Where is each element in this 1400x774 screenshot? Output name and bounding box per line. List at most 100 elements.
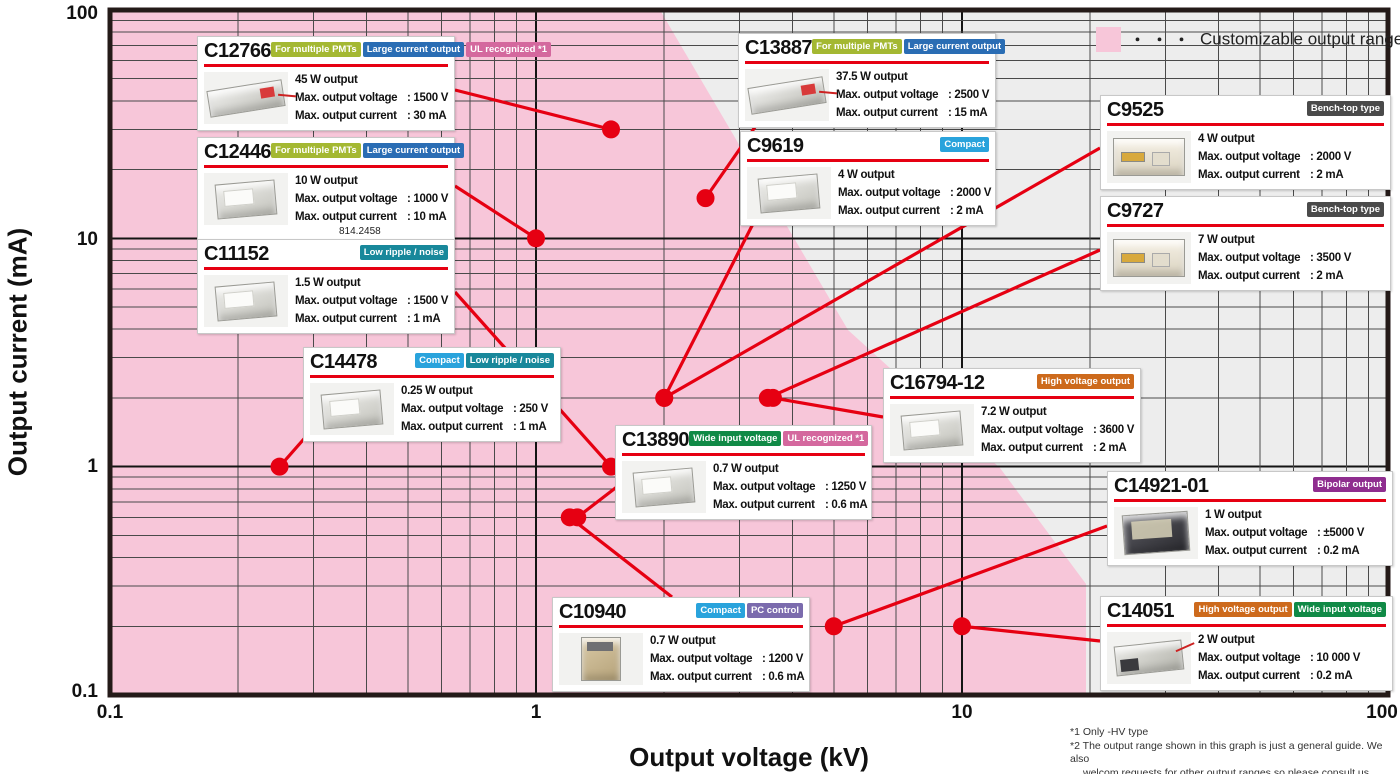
- y-tick-label: 1: [87, 456, 98, 477]
- product-model: C12446: [204, 141, 272, 163]
- product-photo-shape: [757, 172, 821, 214]
- spec-voltage: Max. output voltage: 1500 V: [295, 92, 449, 104]
- data-point: [270, 457, 289, 476]
- spec-power: 10 W output: [295, 175, 358, 187]
- product-specs: 1 W output Max. output voltage: ±5000 V …: [1205, 507, 1364, 560]
- spec-current: Max. output current: 15 mA: [836, 107, 988, 119]
- product-model: C14478: [310, 351, 378, 373]
- product-photo-shape: [1113, 639, 1185, 677]
- spec-power: 2 W output: [1198, 634, 1255, 646]
- product-specs: 37.5 W output Max. output voltage: 2500 …: [836, 69, 989, 122]
- product-model: C9619: [747, 135, 804, 157]
- product-badge: Low ripple / noise: [465, 353, 554, 368]
- product-photo: [204, 173, 288, 225]
- x-tick-label: 10: [951, 702, 973, 723]
- card-underline: [559, 625, 803, 628]
- card-underline: [622, 453, 865, 456]
- product-badge: Compact: [940, 137, 989, 152]
- product-badge: Bench-top type: [1306, 202, 1384, 217]
- spec-current: Max. output current: 0.6 mA: [650, 671, 805, 683]
- data-point: [602, 120, 621, 139]
- footnote-1: *1 Only -HV type: [1070, 726, 1149, 738]
- card-header: C16794-12 High voltage output: [890, 372, 1134, 394]
- product-specs: 0.7 W output Max. output voltage: 1200 V…: [650, 633, 805, 686]
- card-body: 10 W output Max. output voltage: 1000 V …: [204, 173, 448, 241]
- product-specs: 0.7 W output Max. output voltage: 1250 V…: [713, 461, 868, 514]
- product-badges: High voltage output: [1036, 374, 1134, 389]
- card-header: C9619 Compact: [747, 135, 989, 157]
- card-underline: [1107, 224, 1384, 227]
- spec-current: Max. output current: 1 mA: [401, 421, 547, 433]
- product-badge: For multiple PMTs: [812, 39, 902, 54]
- spec-power: 7 W output: [1198, 234, 1255, 246]
- callout-line: [662, 213, 760, 399]
- product-model: C16794-12: [890, 372, 985, 394]
- product-badge: Bipolar output: [1313, 477, 1386, 492]
- product-badges: Bench-top type: [1306, 101, 1384, 116]
- spec-voltage: Max. output voltage: 1000 V: [295, 193, 449, 205]
- callout-line: [454, 184, 537, 240]
- callout-line: [454, 88, 612, 131]
- card-body: 4 W output Max. output voltage: 2000 V M…: [1107, 131, 1384, 184]
- spec-current: Max. output current: 2 mA: [1198, 270, 1344, 282]
- card-body: 0.7 W output Max. output voltage: 1200 V…: [559, 633, 805, 686]
- card-body: 1.5 W output Max. output voltage: 1500 V…: [204, 275, 448, 328]
- spec-power: 37.5 W output: [836, 71, 908, 83]
- y-tick-label: 10: [76, 229, 98, 250]
- product-card: C11152 Low ripple / noise 1.5 W output M…: [197, 239, 455, 334]
- card-header: C14921-01 Bipolar output: [1114, 475, 1386, 497]
- callout-line: [772, 396, 884, 419]
- product-photo: [747, 167, 831, 219]
- spec-current: Max. output current: 1 mA: [295, 313, 441, 325]
- spec-power: 0.25 W output: [401, 385, 473, 397]
- footnotes: *1 Only -HV type *2 The output range sho…: [1070, 726, 1400, 774]
- y-tick-label: 0.1: [71, 681, 98, 702]
- product-photo-shape: [320, 388, 384, 430]
- spec-current: Max. output current: 0.6 mA: [713, 499, 868, 511]
- product-model: C9525: [1107, 99, 1164, 121]
- product-photo-shape: [747, 75, 827, 115]
- product-badge: Large current output: [362, 143, 465, 158]
- card-underline: [1107, 123, 1384, 126]
- product-badge: High voltage output: [1036, 374, 1134, 389]
- product-specs: 10 W output Max. output voltage: 1000 V …: [295, 173, 448, 241]
- data-point: [763, 388, 782, 407]
- card-body: 7 W output Max. output voltage: 3500 V M…: [1107, 232, 1384, 285]
- spec-current: Max. output current: 2 mA: [981, 442, 1127, 454]
- y-axis-title: Output current (mA): [2, 227, 33, 477]
- product-photo: [1114, 507, 1198, 559]
- product-photo: [204, 72, 288, 124]
- product-specs: 7.2 W output Max. output voltage: 3600 V…: [981, 404, 1134, 457]
- plot-border: [107, 7, 1391, 698]
- callout-line: [704, 116, 764, 200]
- product-badges: Bench-top type: [1306, 202, 1384, 217]
- product-card: C16794-12 High voltage output 7.2 W outp…: [883, 368, 1141, 463]
- card-body: 45 W output Max. output voltage: 1500 V …: [204, 72, 448, 125]
- spec-voltage: Max. output voltage: 1200 V: [650, 653, 804, 665]
- stray-note: 814.2458: [339, 226, 381, 237]
- card-underline: [745, 61, 989, 64]
- card-body: 0.7 W output Max. output voltage: 1250 V…: [622, 461, 868, 514]
- product-model: C14921-01: [1114, 475, 1209, 497]
- spec-voltage: Max. output voltage: 10 000 V: [1198, 652, 1361, 664]
- footnote-2: *2 The output range shown in this graph …: [1070, 739, 1383, 766]
- spec-current: Max. output current: 2 mA: [838, 205, 984, 217]
- product-badge: For multiple PMTs: [271, 42, 361, 57]
- spec-voltage: Max. output voltage: 2500 V: [836, 89, 990, 101]
- card-header: C9525 Bench-top type: [1107, 99, 1384, 121]
- product-photo-shape: [581, 637, 621, 681]
- spec-power: 0.7 W output: [650, 635, 716, 647]
- product-photo: [1107, 632, 1191, 684]
- x-tick-label: 100: [1366, 702, 1398, 723]
- data-point: [824, 617, 843, 636]
- product-badge: UL recognized *1: [783, 431, 869, 446]
- card-body: 7.2 W output Max. output voltage: 3600 V…: [890, 404, 1134, 457]
